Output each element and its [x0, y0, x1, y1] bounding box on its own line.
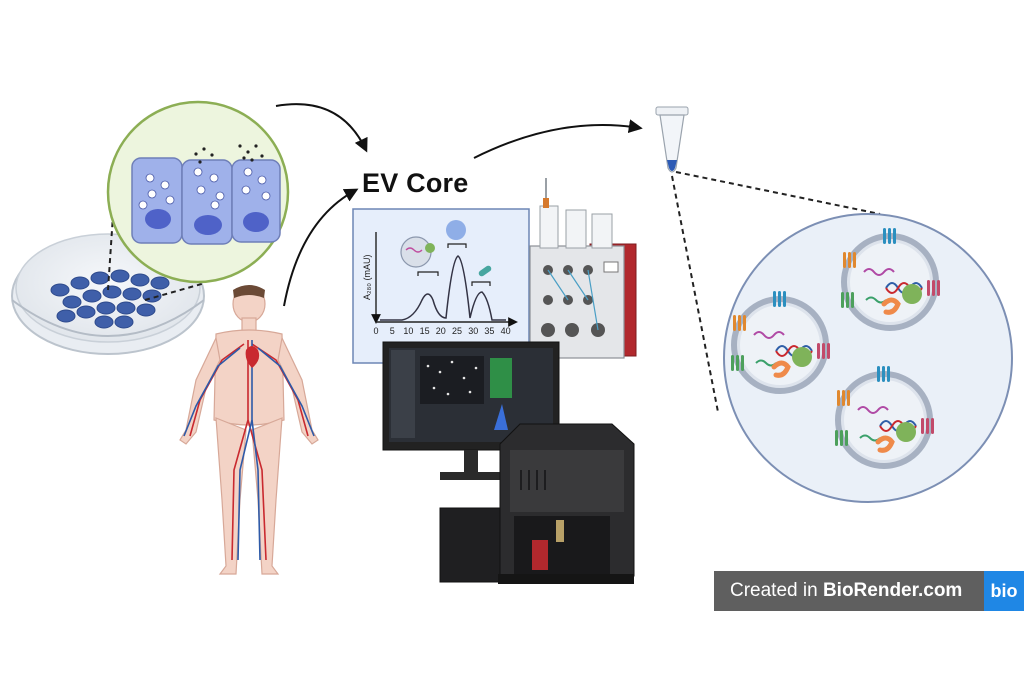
vesicle	[835, 366, 934, 469]
x-tick-label: 40	[501, 326, 511, 336]
extracellular-vesicles-icon	[723, 213, 1013, 503]
x-tick-label: 30	[468, 326, 478, 336]
epithelial-cells-icon	[106, 100, 290, 284]
biorender-logo-icon: bio	[984, 571, 1024, 611]
x-tick-label: 5	[390, 326, 395, 336]
x-tick-label: 25	[452, 326, 462, 336]
chromatography-system-icon	[529, 178, 637, 359]
watermark-brand: BioRender.com	[822, 580, 963, 601]
x-tick-label: 20	[436, 326, 446, 336]
vesicle	[841, 228, 940, 331]
zoom-lines-cells	[107, 214, 206, 301]
watermark-text: Created in BioRender.com	[714, 580, 984, 602]
flow-arrows	[275, 103, 643, 307]
chromatogram-y-axis-label: A₂₈₀ (mAU)	[362, 255, 372, 300]
biorender-watermark: Created in BioRender.com bio	[714, 571, 1024, 611]
particle-analyzer-icon	[439, 423, 635, 584]
page-title: EV Core	[362, 168, 469, 198]
x-tick-label: 10	[403, 326, 413, 336]
watermark-prefix: Created in	[730, 580, 823, 601]
x-tick-label: 35	[484, 326, 494, 336]
microcentrifuge-tube-icon	[655, 106, 689, 173]
chromatogram-x-ticks: 0 5 10 15 20 25 30 35 40	[373, 326, 510, 336]
zoom-lines-vesicles	[671, 171, 881, 413]
vesicle	[731, 291, 830, 394]
x-tick-label: 0	[373, 326, 378, 336]
chromatogram-panel: A₂₈₀ (mAU) 0 5 10 15 20 25 30 35 40	[352, 208, 530, 364]
x-tick-label: 15	[420, 326, 430, 336]
human-body-icon	[179, 285, 319, 575]
